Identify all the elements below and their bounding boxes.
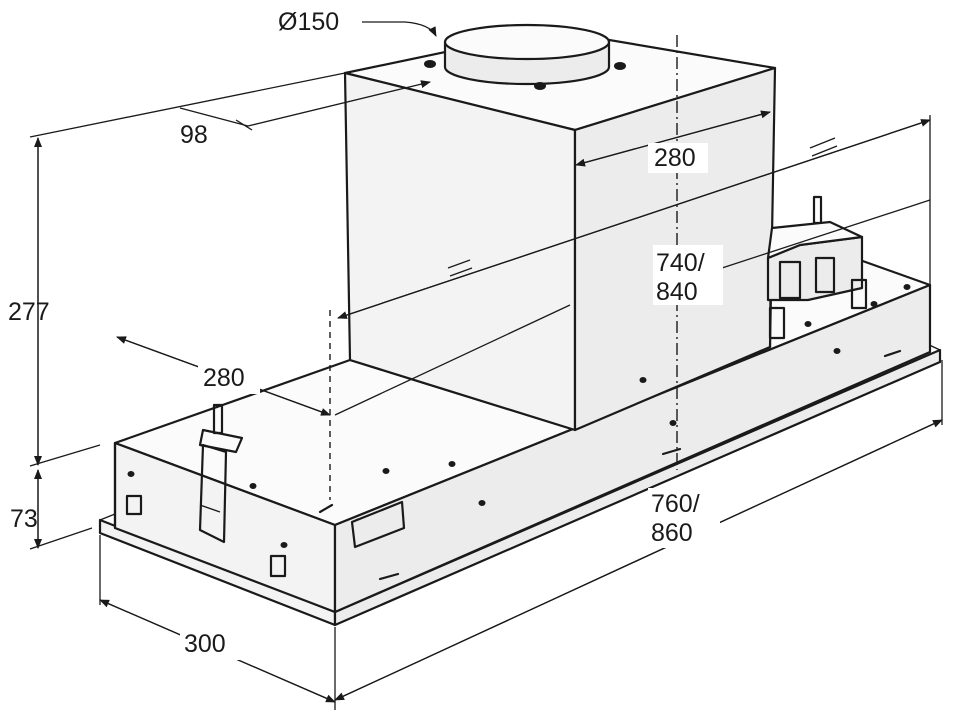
label-motor-depth: 280	[203, 364, 245, 392]
label-motor-width: 280	[654, 144, 696, 172]
right-bracket-assembly	[766, 195, 868, 345]
screw-hole	[424, 60, 436, 68]
left-hanging-bracket	[198, 403, 244, 544]
motor-box	[343, 28, 777, 432]
label-frame-height: 73	[10, 505, 38, 533]
label-duct-offset: 98	[180, 121, 208, 149]
square-cutout	[125, 494, 287, 578]
screw-hole	[534, 82, 546, 90]
duct-collar	[424, 23, 626, 90]
label-total-depth: 300	[184, 630, 226, 658]
label-outer-length: 760/860	[651, 490, 700, 547]
front-clip	[350, 500, 406, 549]
screw-hole	[614, 62, 626, 70]
label-duct-diameter: Ø150	[278, 8, 339, 36]
label-inner-length: 740/840	[656, 249, 705, 306]
small-holes	[127, 284, 911, 581]
label-total-height: 277	[8, 298, 50, 326]
dimension-lines	[29, 21, 943, 710]
